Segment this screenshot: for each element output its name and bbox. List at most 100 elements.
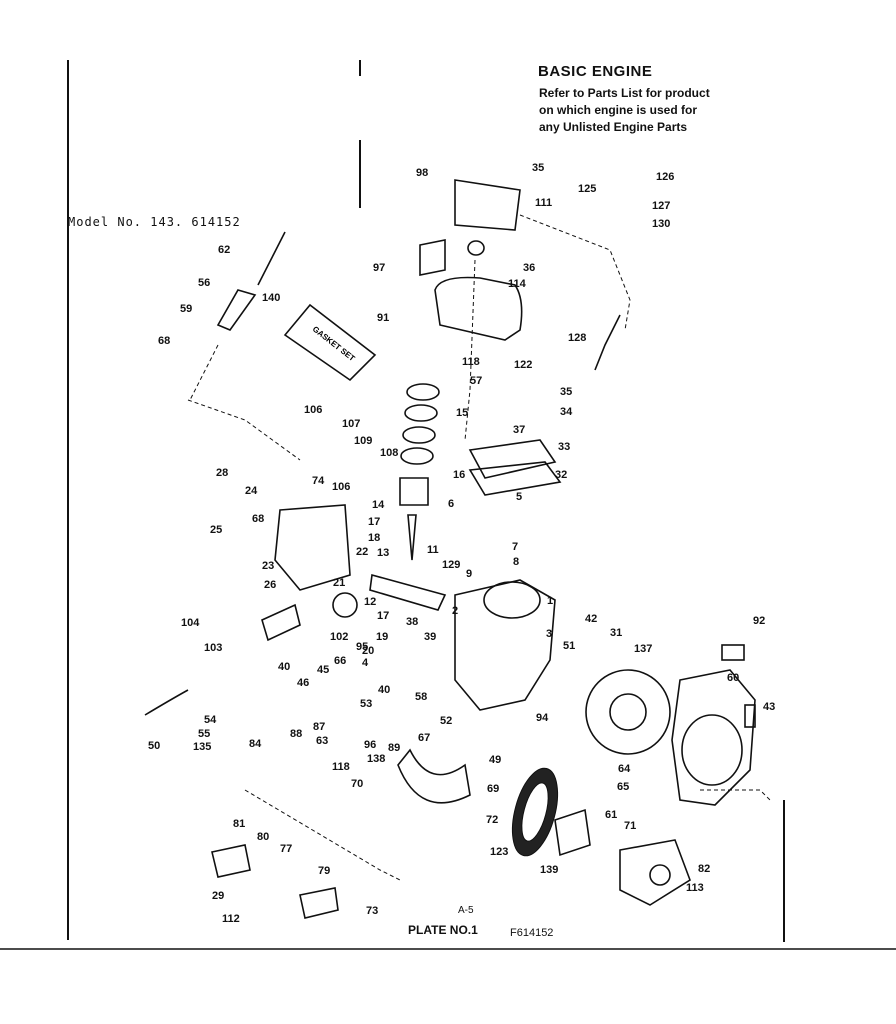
callout-7: 7	[512, 541, 518, 553]
callout-102: 102	[330, 631, 348, 643]
callout-103: 103	[204, 642, 222, 654]
callout-2: 2	[452, 605, 458, 617]
flywheel	[585, 669, 671, 755]
callout-127: 127	[652, 200, 670, 212]
piston-ring	[400, 447, 434, 465]
callout-49: 49	[489, 754, 501, 766]
ring-gear-center	[521, 782, 549, 842]
callout-61: 61	[605, 809, 617, 821]
callout-1: 1	[547, 595, 553, 607]
callout-24: 24	[245, 485, 258, 497]
fuel-cap	[467, 240, 485, 256]
plate-code: F614152	[510, 927, 554, 939]
callout-57: 57	[470, 375, 482, 387]
callout-37: 37	[513, 424, 525, 436]
callout-58: 58	[415, 691, 427, 703]
callout-32: 32	[555, 469, 567, 481]
starter-cup	[554, 808, 591, 857]
cylinder-head	[468, 439, 557, 479]
callout-15: 15	[456, 407, 468, 419]
callout-29: 29	[212, 890, 224, 902]
callout-109: 109	[354, 435, 372, 447]
callout-106: 106	[304, 404, 322, 416]
callout-77: 77	[280, 843, 292, 855]
assembly-line	[244, 789, 401, 881]
muffler	[261, 603, 301, 642]
callout-96: 96	[364, 739, 376, 751]
piston-ring	[406, 383, 440, 401]
callout-82: 82	[698, 863, 710, 875]
crankshaft	[369, 573, 447, 611]
callout-19: 19	[376, 631, 388, 643]
callout-64: 64	[618, 763, 631, 775]
callout-17: 17	[368, 516, 380, 528]
note-line-1: Refer to Parts List for product	[539, 86, 710, 100]
note-line-3: any Unlisted Engine Parts	[539, 120, 688, 134]
cylinder-block	[454, 579, 556, 711]
callout-12: 12	[364, 596, 376, 608]
callout-65: 65	[617, 781, 629, 793]
callout-36: 36	[523, 262, 535, 274]
callout-46: 46	[297, 677, 309, 689]
callout-113: 113	[686, 882, 704, 894]
air-baffle	[397, 748, 471, 804]
callout-45: 45	[317, 664, 329, 676]
callout-139: 139	[540, 864, 558, 876]
callout-87: 87	[313, 721, 325, 733]
callout-33: 33	[558, 441, 570, 453]
callout-68: 68	[252, 513, 264, 525]
panel-60	[744, 704, 756, 728]
callout-42: 42	[585, 613, 597, 625]
callout-88: 88	[290, 728, 302, 740]
callout-114: 114	[508, 278, 527, 290]
callout-11: 11	[427, 544, 439, 556]
callout-126: 126	[656, 171, 674, 183]
ground-wire	[144, 689, 189, 716]
recoil-starter	[619, 839, 691, 906]
callout-135: 135	[193, 741, 211, 753]
callout-34: 34	[560, 406, 573, 418]
callout-9: 9	[466, 568, 472, 580]
callout-28: 28	[216, 467, 228, 479]
callout-18: 18	[368, 532, 380, 544]
callout-31: 31	[610, 627, 622, 639]
diagram-title: BASIC ENGINE	[538, 63, 653, 80]
callout-84: 84	[249, 738, 262, 750]
callout-72: 72	[486, 814, 498, 826]
callout-118: 118	[332, 761, 350, 773]
callout-6: 6	[448, 498, 454, 510]
callout-80: 80	[257, 831, 269, 843]
callout-51: 51	[563, 640, 575, 652]
callout-39: 39	[424, 631, 436, 643]
callout-4: 4	[362, 657, 369, 669]
head-gasket	[468, 461, 562, 496]
callout-69: 69	[487, 783, 499, 795]
callout-137: 137	[634, 643, 652, 655]
callout-94: 94	[536, 712, 549, 724]
plate-number: PLATE NO.1	[408, 923, 478, 937]
callout-70: 70	[351, 778, 363, 790]
starter-drive-gear	[211, 844, 251, 878]
assembly-line	[187, 399, 301, 461]
callout-67: 67	[418, 732, 430, 744]
piston	[399, 477, 429, 506]
callout-108: 108	[380, 447, 398, 459]
piston-ring	[404, 404, 438, 422]
callout-95: 95	[356, 641, 368, 653]
callout-40: 40	[378, 684, 390, 696]
note-line-2: on which engine is used for	[539, 103, 698, 117]
callout-68: 68	[158, 335, 170, 347]
callout-122: 122	[514, 359, 532, 371]
callout-21: 21	[333, 577, 345, 589]
callout-23: 23	[262, 560, 274, 572]
callout-13: 13	[377, 547, 389, 559]
callout-112: 112	[222, 913, 240, 925]
callout-74: 74	[312, 475, 325, 487]
starter-bracket	[299, 887, 339, 919]
piston-ring	[402, 426, 436, 444]
callout-50: 50	[148, 740, 160, 752]
fuel-tank-bracket	[454, 179, 521, 231]
callout-22: 22	[356, 546, 368, 558]
callout-5: 5	[516, 491, 522, 503]
